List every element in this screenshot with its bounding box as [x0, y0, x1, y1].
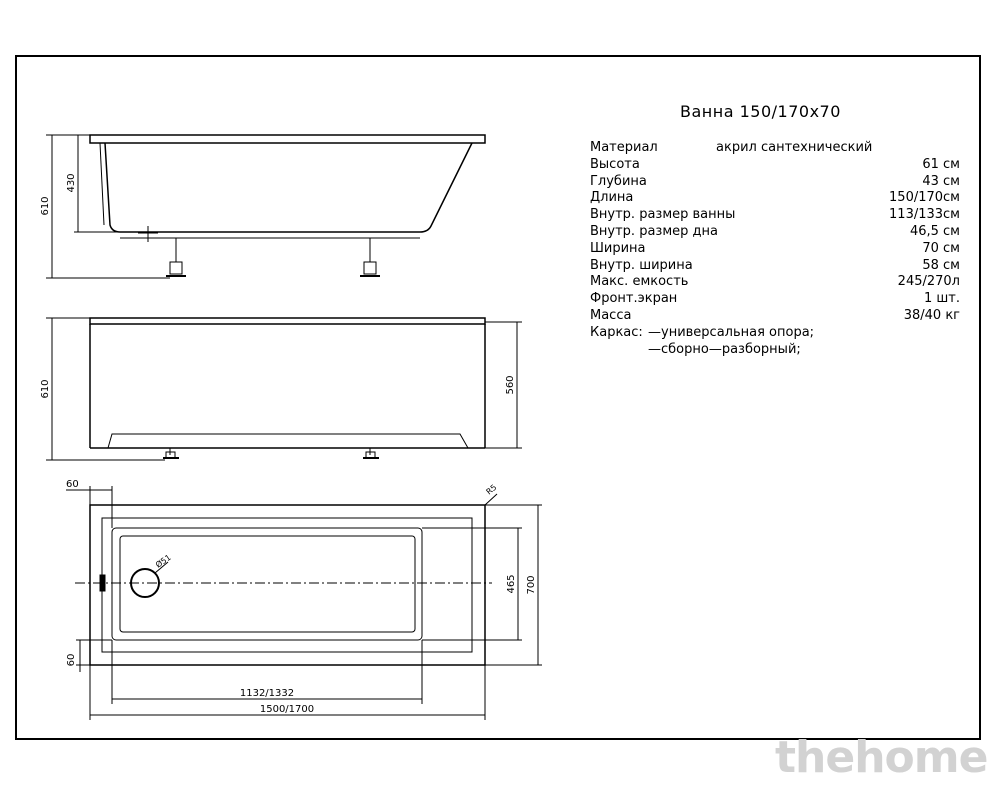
- dim-60-bottom: 60: [66, 654, 77, 667]
- dim-drain: Ø51: [153, 552, 172, 570]
- dim-430: 430: [66, 173, 77, 192]
- top-outer: [89, 504, 486, 666]
- dim-inner-length: 1132/1332: [240, 688, 294, 699]
- drawing-title: Ванна 150/170х70: [680, 102, 841, 121]
- overflow: [99, 574, 106, 592]
- side-leg-left: [166, 237, 186, 277]
- side-shell-inner: [99, 142, 105, 226]
- frame-row-1: Каркас:—универсальная опора;: [590, 324, 815, 340]
- top-bottom: [119, 535, 416, 633]
- dim-outer-length: 1500/1700: [260, 704, 314, 715]
- side-leg-right: [360, 237, 380, 277]
- dim-465: 465: [506, 574, 517, 593]
- drawing-frame: [15, 55, 981, 740]
- dim-60-top: 60: [66, 479, 79, 490]
- side-view: [46, 134, 486, 279]
- top-view: [66, 486, 542, 720]
- front-rim: [89, 317, 486, 325]
- watermark-logo: thehome: [775, 732, 988, 783]
- dim-560: 560: [505, 375, 516, 394]
- front-leg-left: [163, 448, 179, 459]
- side-shell: [104, 142, 473, 233]
- top-bowl: [111, 527, 423, 641]
- front-view: [46, 317, 522, 461]
- dim-610-front: 610: [40, 379, 51, 398]
- side-rim: [89, 134, 486, 144]
- front-leg-right: [363, 448, 379, 459]
- dim-700: 700: [526, 575, 537, 594]
- dim-610-side: 610: [40, 196, 51, 215]
- front-panel-plinth: [107, 433, 469, 449]
- drain-hole: [130, 568, 160, 598]
- frame-row-2: —сборно—разборный;: [648, 341, 801, 357]
